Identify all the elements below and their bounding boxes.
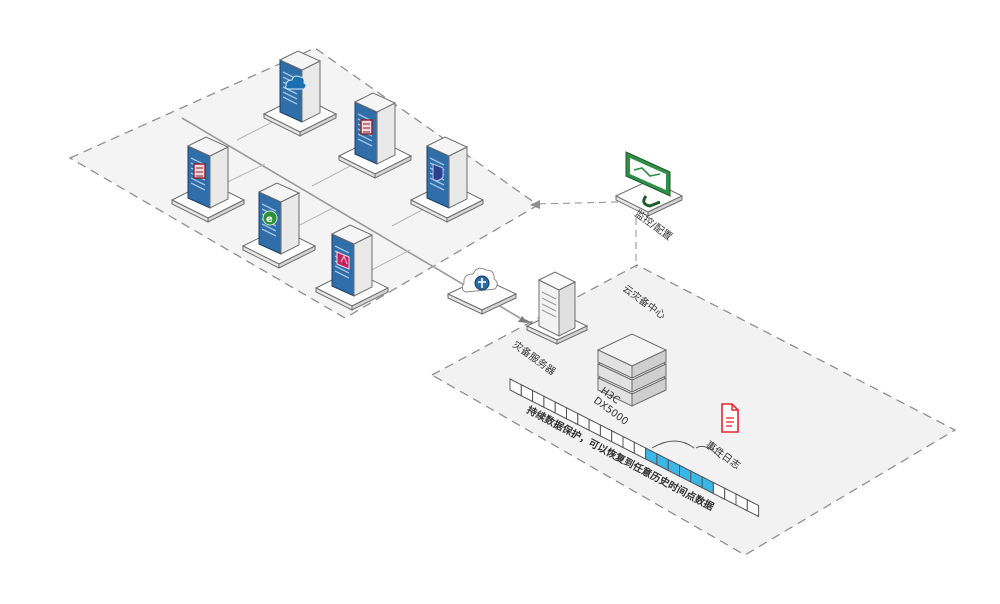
svg-text:e: e: [266, 214, 273, 225]
server-cloud: [263, 50, 337, 137]
database-icon: [360, 119, 373, 135]
monitor-console: [614, 151, 684, 217]
arrow-head: [518, 316, 528, 323]
server-adobe: [315, 224, 389, 311]
internet-explorer-icon: e: [262, 210, 278, 226]
shield-icon: [432, 163, 444, 182]
server-database-2: [171, 136, 245, 223]
event-log-bracket: [651, 440, 721, 459]
backup-server: [525, 271, 589, 345]
arrow-head: [530, 200, 540, 209]
storage-array: [596, 333, 668, 407]
adobe-icon: [336, 251, 350, 270]
server-ie: e: [242, 182, 316, 269]
monitor-chart-icon: [633, 167, 661, 177]
server-database-1: [338, 92, 412, 179]
timeline-strip: [509, 378, 760, 518]
timeline-cell: [746, 498, 760, 518]
database-icon: [193, 163, 206, 179]
cloud-gateway: [446, 267, 518, 315]
server-shield: [410, 136, 484, 223]
backup-center-zone-boundary: [430, 264, 957, 556]
event-log: [721, 403, 739, 433]
monitor-link-production: [534, 201, 619, 205]
cloud-icon: [284, 75, 307, 90]
